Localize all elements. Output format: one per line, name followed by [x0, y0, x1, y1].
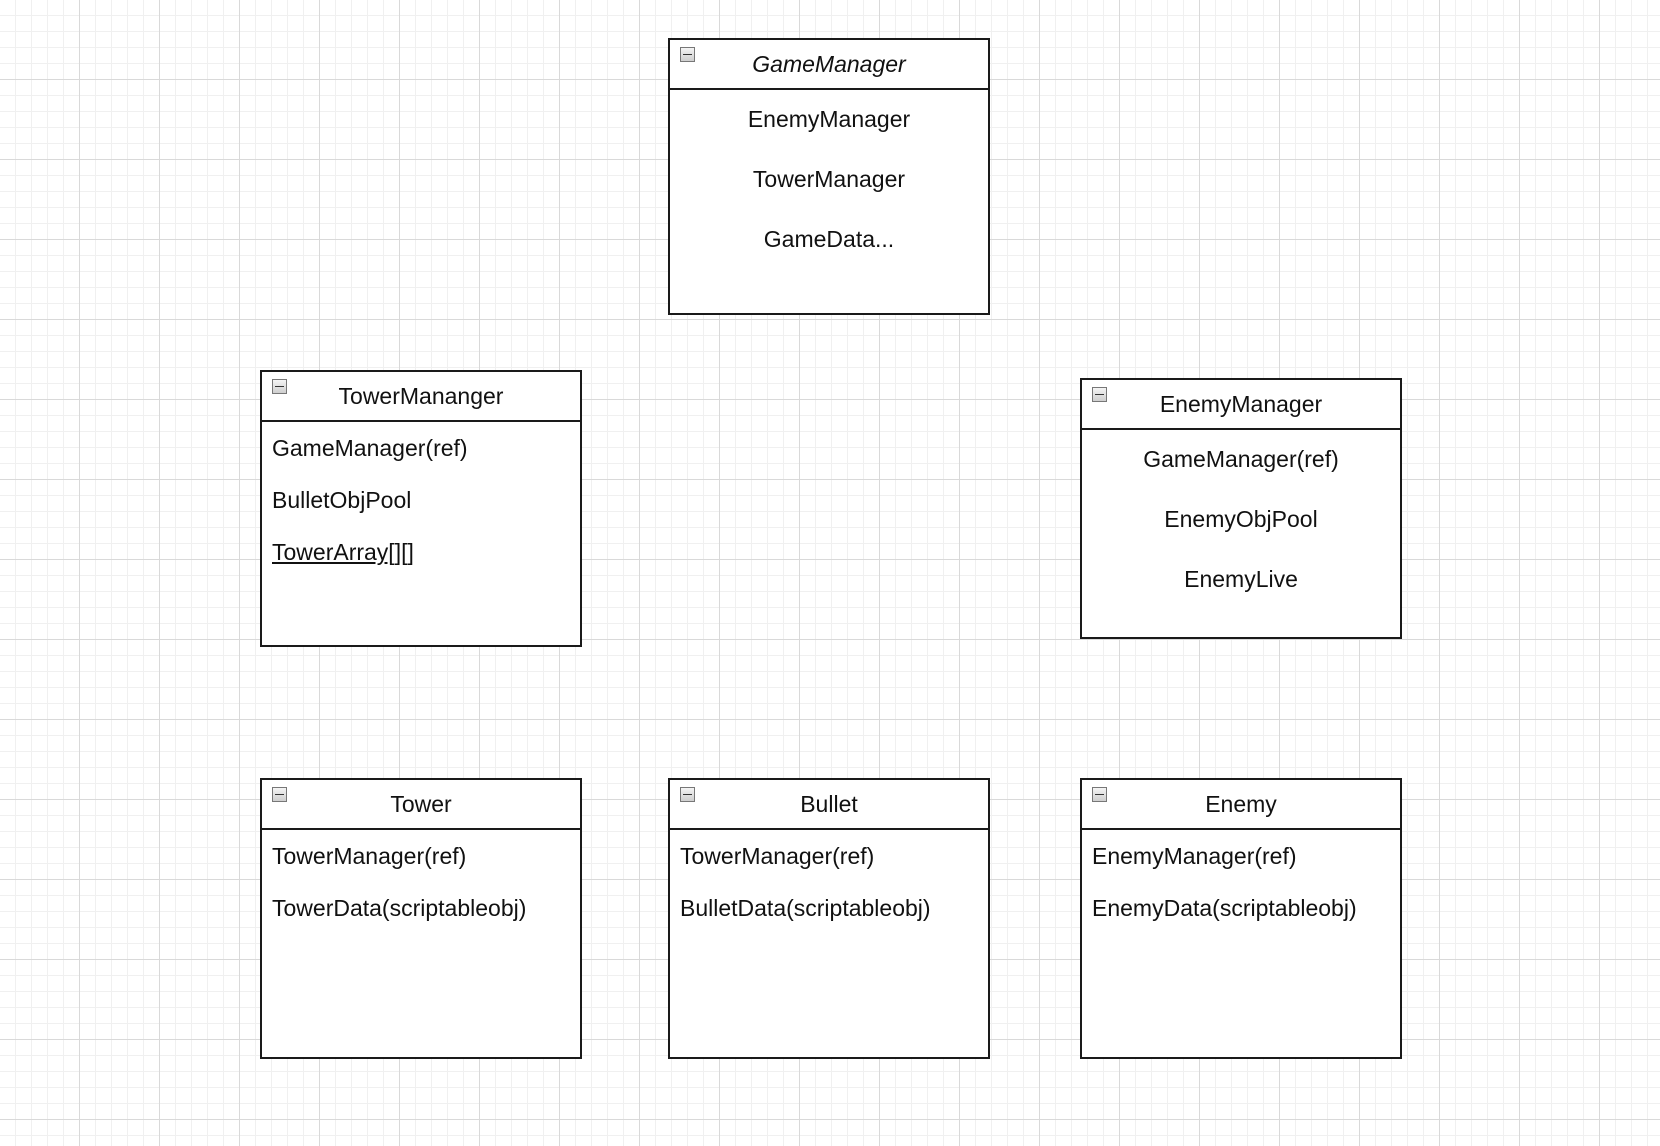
class-header[interactable]: EnemyManager: [1082, 380, 1400, 430]
attribute[interactable]: BulletData(scriptableobj): [680, 895, 931, 921]
class-title: Bullet: [800, 790, 858, 817]
class-bullet[interactable]: Bullet TowerManager(ref) BulletData(scri…: [668, 778, 990, 1059]
class-tower[interactable]: Tower TowerManager(ref) TowerData(script…: [260, 778, 582, 1059]
class-header[interactable]: TowerMananger: [262, 372, 580, 422]
attribute-list: GameManager(ref) EnemyObjPool EnemyLive: [1082, 430, 1400, 610]
collapse-icon[interactable]: [680, 47, 695, 62]
class-enemy-manager[interactable]: EnemyManager GameManager(ref) EnemyObjPo…: [1080, 378, 1402, 639]
attribute-list: EnemyManager TowerManager GameData...: [670, 90, 988, 270]
attribute[interactable]: EnemyLive: [1184, 566, 1298, 592]
attribute[interactable]: TowerData(scriptableobj): [272, 895, 527, 921]
attribute[interactable]: GameData...: [763, 226, 895, 252]
attribute[interactable]: EnemyObjPool: [1164, 506, 1318, 532]
attribute[interactable]: GameManager(ref): [272, 435, 468, 461]
class-tower-manager[interactable]: TowerMananger GameManager(ref) BulletObj…: [260, 370, 582, 647]
attribute-static[interactable]: TowerArray[][]: [272, 539, 414, 565]
collapse-icon[interactable]: [1092, 387, 1107, 402]
attribute-list: TowerManager(ref) TowerData(scriptableob…: [262, 830, 580, 934]
class-game-manager[interactable]: GameManager EnemyManager TowerManager Ga…: [668, 38, 990, 315]
class-enemy[interactable]: Enemy EnemyManager(ref) EnemyData(script…: [1080, 778, 1402, 1059]
class-title: GameManager: [752, 50, 906, 77]
collapse-icon[interactable]: [680, 787, 695, 802]
attribute-list: TowerManager(ref) BulletData(scriptableo…: [670, 830, 988, 934]
attribute[interactable]: TowerManager: [752, 166, 906, 192]
attribute[interactable]: EnemyManager: [747, 106, 911, 132]
class-header[interactable]: Tower: [262, 780, 580, 830]
attribute[interactable]: GameManager(ref): [1143, 446, 1339, 472]
collapse-icon[interactable]: [272, 787, 287, 802]
class-header[interactable]: GameManager: [670, 40, 988, 90]
attribute-list: GameManager(ref) BulletObjPool TowerArra…: [262, 422, 580, 578]
collapse-icon[interactable]: [1092, 787, 1107, 802]
attribute[interactable]: EnemyData(scriptableobj): [1092, 895, 1357, 921]
attribute[interactable]: TowerManager(ref): [272, 843, 467, 869]
class-title: Enemy: [1205, 790, 1277, 817]
class-title: TowerMananger: [338, 382, 504, 409]
class-header[interactable]: Enemy: [1082, 780, 1400, 830]
attribute[interactable]: EnemyManager(ref): [1092, 843, 1297, 869]
attribute[interactable]: TowerManager(ref): [680, 843, 875, 869]
attribute-list: EnemyManager(ref) EnemyData(scriptableob…: [1082, 830, 1400, 934]
class-title: Tower: [390, 790, 452, 817]
class-title: EnemyManager: [1159, 390, 1323, 417]
class-header[interactable]: Bullet: [670, 780, 988, 830]
collapse-icon[interactable]: [272, 379, 287, 394]
attribute[interactable]: BulletObjPool: [272, 487, 412, 513]
